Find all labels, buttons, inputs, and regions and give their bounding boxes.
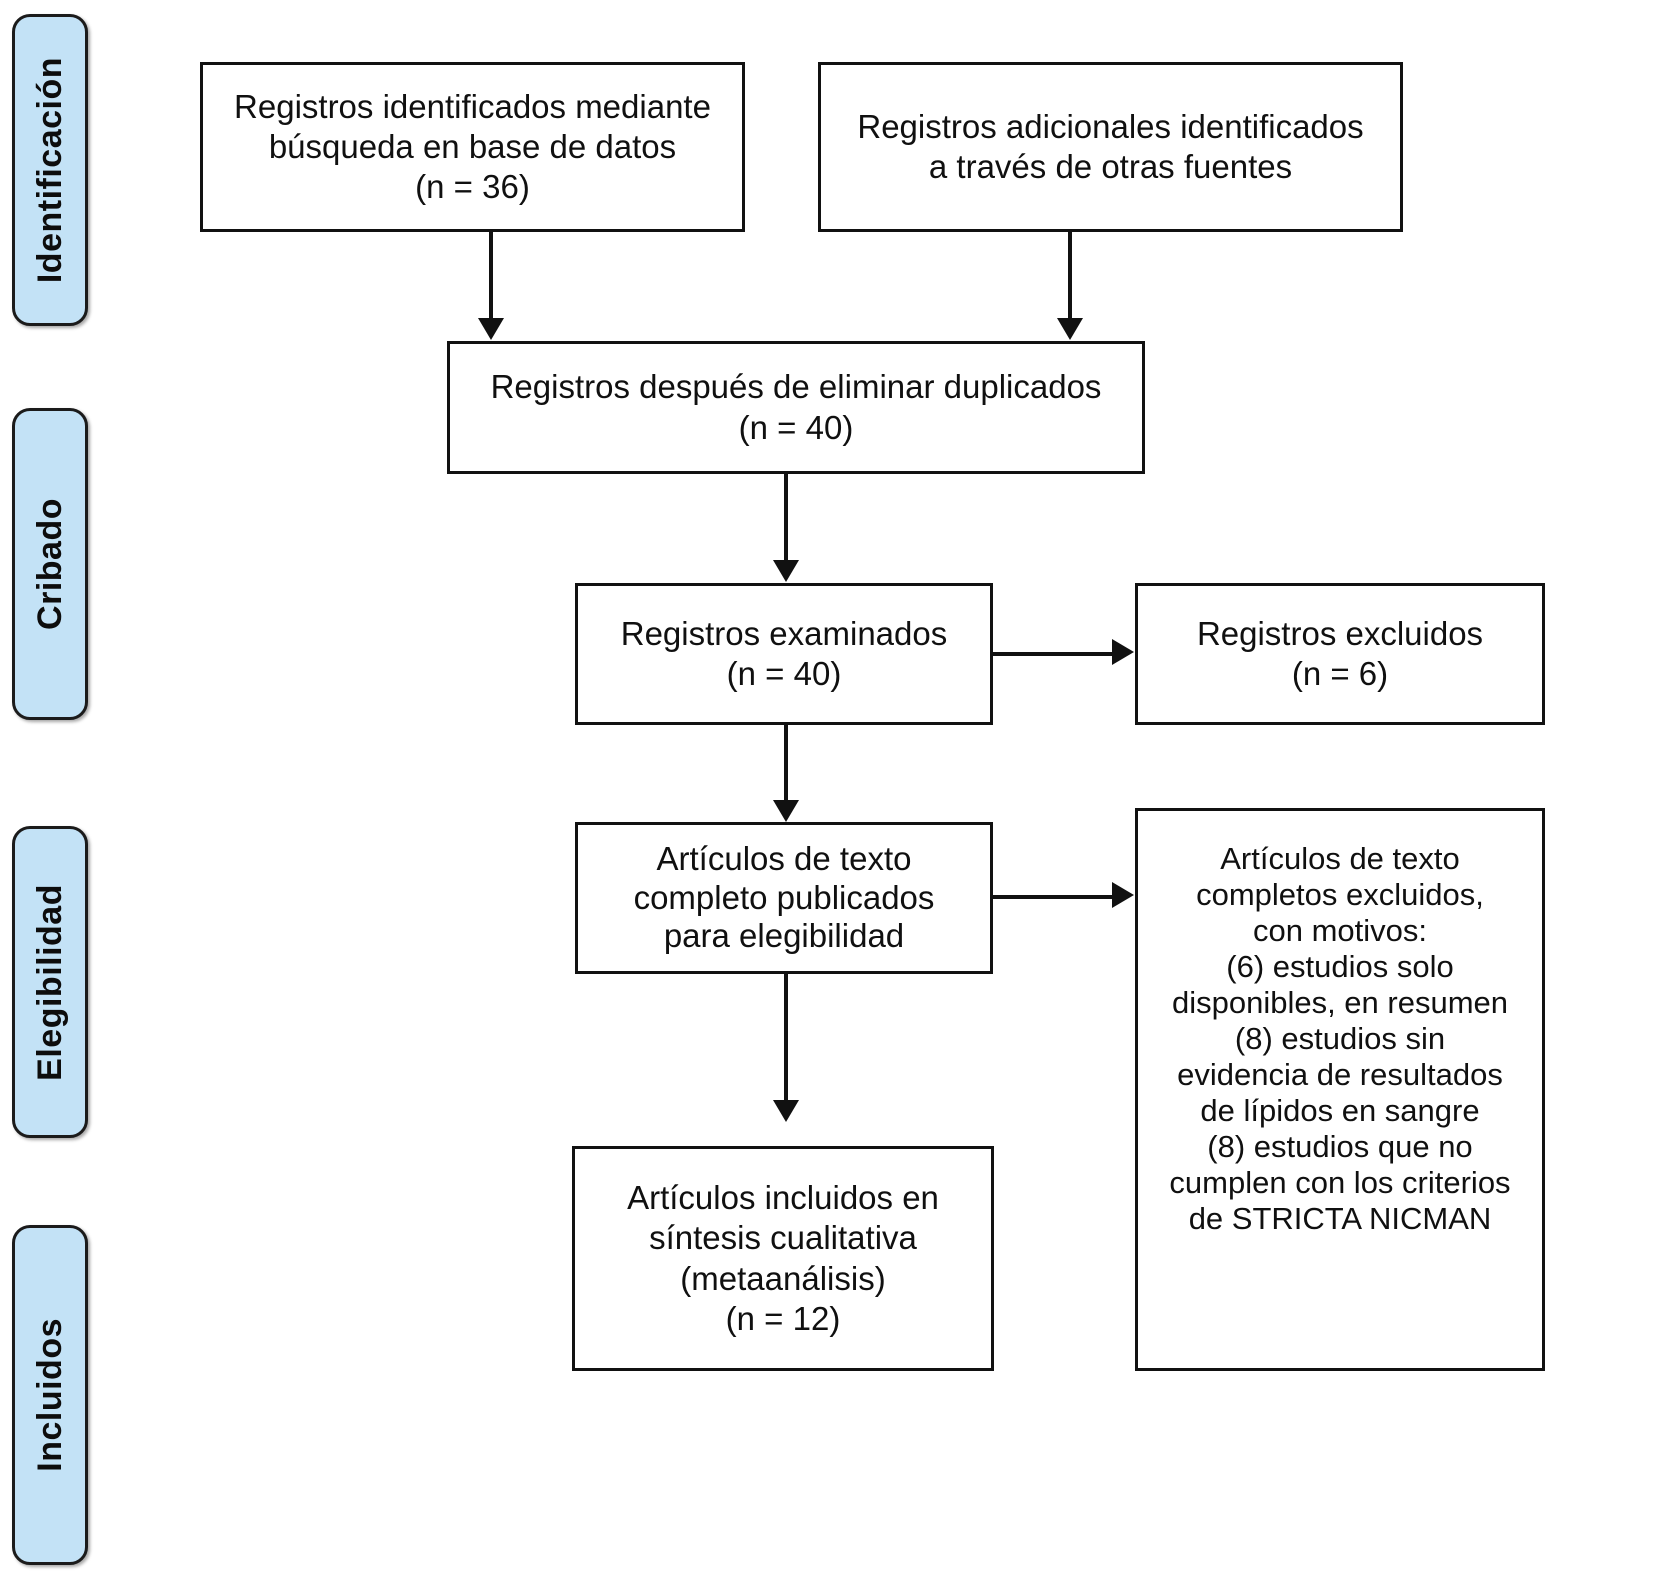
- stage-identificacion-label: Identificación: [30, 56, 69, 284]
- box-after-duplicates-text: Registros después de eliminar duplicados…: [490, 368, 1102, 446]
- arrowhead-other-to-duplicates: [1057, 318, 1083, 340]
- arrowhead-duplicates-to-screened: [773, 560, 799, 582]
- box-after-duplicates: Registros después de eliminar duplicados…: [447, 341, 1145, 474]
- box-other-sources-records: Registros adicionales identificados a tr…: [818, 62, 1403, 232]
- connector-other-to-duplicates: [1068, 232, 1072, 320]
- box-records-excluded: Registros excluidos (n = 6): [1135, 583, 1545, 725]
- stage-cribado: Cribado: [12, 408, 88, 720]
- box-fulltext-excluded: Artículos de texto completos excluidos, …: [1135, 808, 1545, 1371]
- arrowhead-eligibility-to-fulltext-excluded: [1112, 882, 1134, 908]
- box-studies-included: Artículos incluidos en síntesis cualitat…: [572, 1146, 994, 1371]
- box-records-screened: Registros examinados (n = 40): [575, 583, 993, 725]
- box-fulltext-excluded-text: Artículos de texto completos excluidos, …: [1169, 841, 1511, 1236]
- connector-screened-to-eligibility: [784, 725, 788, 803]
- arrowhead-screened-to-eligibility: [773, 800, 799, 822]
- box-database-records: Registros identificados mediante búsqued…: [200, 62, 745, 232]
- stage-elegibilidad: Elegibilidad: [12, 826, 88, 1138]
- box-fulltext-eligibility-text: Artículos de texto completo publicados p…: [633, 839, 935, 955]
- connector-eligibility-to-fulltext-excluded: [993, 895, 1113, 899]
- arrowhead-db-to-duplicates: [478, 318, 504, 340]
- stage-cribado-label: Cribado: [30, 498, 69, 630]
- stage-elegibilidad-label: Elegibilidad: [30, 883, 69, 1081]
- connector-db-to-duplicates: [489, 232, 493, 320]
- arrowhead-screened-to-excluded: [1112, 639, 1134, 665]
- arrowhead-eligibility-to-included: [773, 1100, 799, 1122]
- connector-screened-to-excluded: [993, 652, 1113, 656]
- box-database-records-text: Registros identificados mediante búsqued…: [234, 87, 711, 206]
- stage-identificacion: Identificación: [12, 14, 88, 326]
- stage-incluidos: Incluidos: [12, 1225, 88, 1565]
- box-fulltext-eligibility: Artículos de texto completo publicados p…: [575, 822, 993, 974]
- connector-duplicates-to-screened: [784, 474, 788, 562]
- stage-incluidos-label: Incluidos: [30, 1318, 69, 1472]
- box-records-screened-text: Registros examinados (n = 40): [620, 614, 948, 692]
- box-records-excluded-text: Registros excluidos (n = 6): [1196, 614, 1484, 692]
- box-other-sources-records-text: Registros adicionales identificados a tr…: [857, 107, 1364, 185]
- box-studies-included-text: Artículos incluidos en síntesis cualitat…: [627, 1179, 939, 1337]
- connector-eligibility-to-included: [784, 974, 788, 1102]
